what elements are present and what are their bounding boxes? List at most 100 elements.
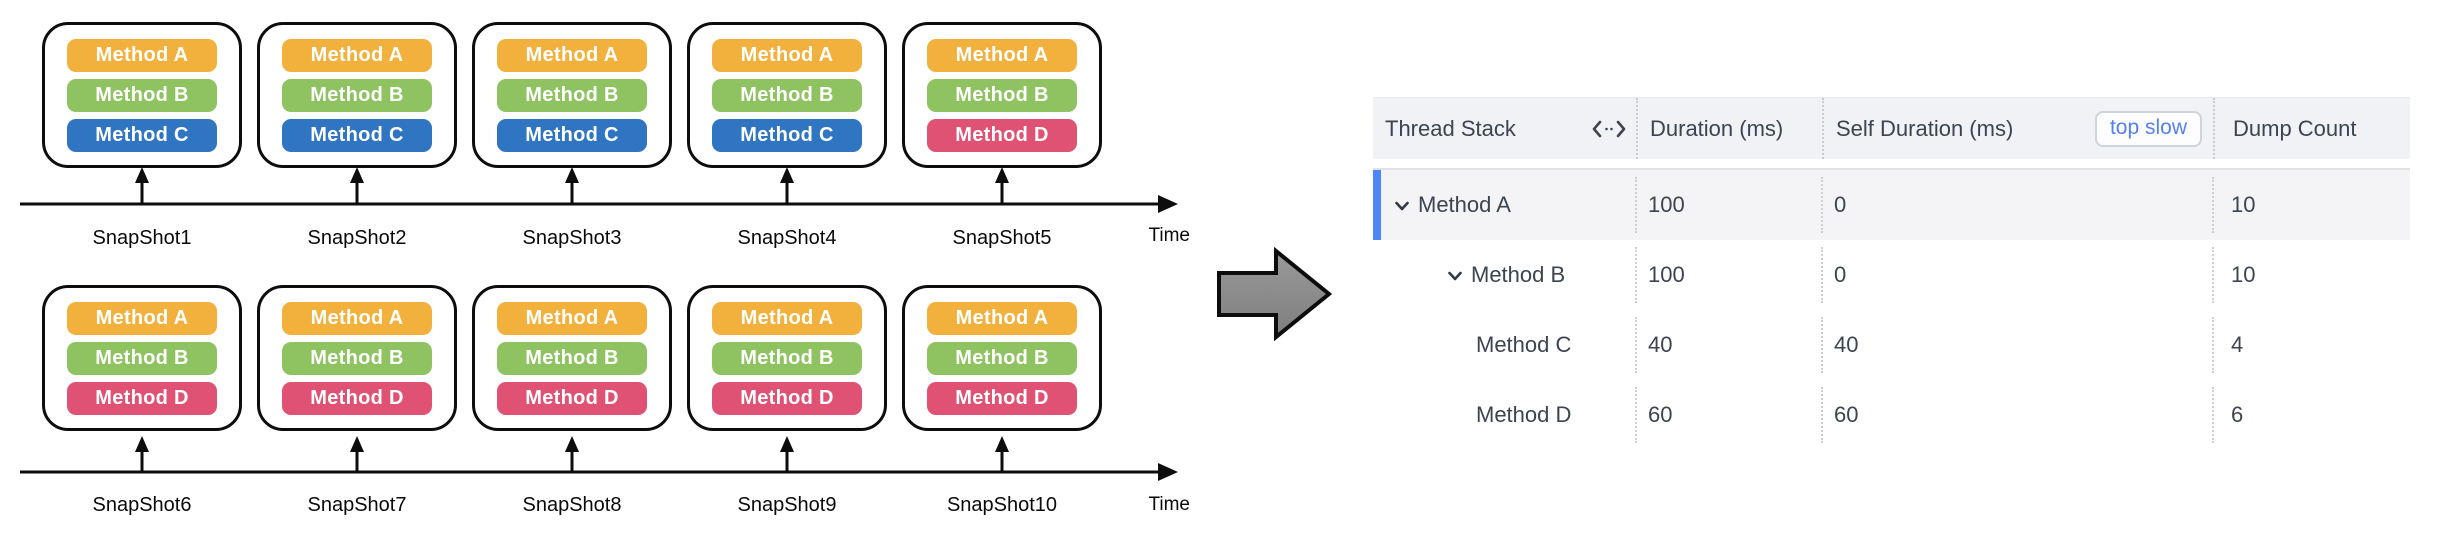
snapshot-box-10: Method A Method B Method D: [902, 285, 1102, 431]
method-pill: Method C: [282, 118, 432, 152]
method-name-label: Method D: [1476, 402, 1572, 427]
method-name-label: Method C: [1476, 332, 1572, 357]
method-pill: Method C: [497, 118, 647, 152]
time-axis-label: Time: [1148, 225, 1190, 246]
self-duration-value: 40: [1834, 332, 1859, 357]
snapshot-label: SnapShot7: [307, 494, 407, 516]
thread-stack-cell: Method D: [1373, 380, 1636, 450]
method-name-label: Method A: [1418, 192, 1511, 217]
method-pill: Method A: [712, 301, 862, 335]
self-duration-value: 0: [1834, 262, 1847, 287]
dump-count-cell: 10: [2212, 170, 2410, 240]
snapshot-box-8: Method A Method B Method D: [472, 285, 672, 431]
self-duration-cell: 60: [1821, 380, 2213, 450]
snapshot-label: SnapShot10: [946, 494, 1058, 516]
duration-value: 100: [1648, 262, 1685, 287]
snapshot-box-1: Method A Method B Method C: [42, 22, 242, 168]
thread-stack-cell: Method A: [1373, 170, 1636, 240]
dump-count-value: 10: [2231, 192, 2256, 217]
snapshot-box-9: Method A Method B Method D: [687, 285, 887, 431]
method-pill: Method B: [712, 341, 862, 375]
dump-count-cell: 10: [2212, 240, 2410, 310]
top-slow-button[interactable]: top slow: [2094, 110, 2202, 147]
snapshot-box-3: Method A Method B Method C: [472, 22, 672, 168]
method-pill: Method A: [497, 301, 647, 335]
snapshot-label: SnapShot1: [92, 227, 192, 249]
method-pill: Method A: [282, 38, 432, 72]
snapshot-label: SnapShot6: [92, 494, 192, 516]
method-pill: Method B: [497, 341, 647, 375]
method-pill: Method C: [67, 118, 217, 152]
snapshot-label: SnapShot8: [522, 494, 622, 516]
dump-count-value: 6: [2231, 402, 2244, 427]
snapshot-box-4: Method A Method B Method C: [687, 22, 887, 168]
thread-stack-cell: Method B: [1373, 240, 1636, 310]
dump-count-cell: 6: [2212, 380, 2410, 450]
method-pill: Method D: [282, 381, 432, 415]
method-pill: Method A: [67, 38, 217, 72]
method-pill: Method A: [927, 38, 1077, 72]
method-pill: Method A: [67, 301, 217, 335]
snapshot-label: SnapShot2: [307, 227, 407, 249]
duration-value: 40: [1648, 332, 1673, 357]
thread-stack-table: Thread Stack Duration (ms) Self Duration…: [1373, 97, 2410, 450]
method-pill: Method B: [282, 341, 432, 375]
self-duration-cell: 40: [1821, 310, 2213, 380]
column-header-self-duration: Self Duration (ms) top slow: [1822, 98, 2213, 159]
table-row-method-b[interactable]: Method B 100 0 10: [1373, 240, 2410, 310]
column-header-dump-count: Dump Count: [2213, 98, 2410, 159]
snapshot-label: SnapShot9: [737, 494, 837, 516]
thread-stack-cell: Method C: [1373, 310, 1636, 380]
method-pill: Method D: [927, 381, 1077, 415]
column-header-thread-stack: Thread Stack: [1373, 98, 1636, 159]
snapshot-box-6: Method A Method B Method D: [42, 285, 242, 431]
duration-header-label: Duration (ms): [1650, 115, 1784, 141]
method-pill: Method A: [712, 38, 862, 72]
snapshot-label: SnapShot5: [952, 227, 1052, 249]
method-pill: Method B: [67, 341, 217, 375]
self-duration-value: 0: [1834, 192, 1847, 217]
table-row-method-c[interactable]: Method C 40 40 4: [1373, 310, 2410, 380]
thread-stack-header-label: Thread Stack: [1385, 115, 1516, 141]
dump-count-value: 4: [2231, 332, 2244, 357]
dump-count-cell: 4: [2212, 310, 2410, 380]
snapshot-box-5: Method A Method B Method D: [902, 22, 1102, 168]
snapshot-box-7: Method A Method B Method D: [257, 285, 457, 431]
column-resize-icon[interactable]: [1592, 119, 1626, 139]
duration-value: 100: [1648, 192, 1685, 217]
column-header-duration: Duration (ms): [1636, 98, 1822, 159]
method-pill: Method D: [927, 118, 1077, 152]
method-pill: Method B: [67, 78, 217, 112]
method-pill: Method B: [497, 78, 647, 112]
chevron-down-icon[interactable]: [1444, 264, 1466, 286]
method-pill: Method A: [282, 301, 432, 335]
table-row-method-a[interactable]: Method A 100 0 10: [1373, 170, 2410, 240]
method-pill: Method A: [927, 301, 1077, 335]
duration-value: 60: [1648, 402, 1673, 427]
duration-cell: 40: [1635, 310, 1822, 380]
table-body: Method A 100 0 10 Method B 100 0 10: [1373, 168, 2410, 450]
method-pill: Method D: [67, 381, 217, 415]
time-axis-label: Time: [1148, 494, 1190, 515]
self-duration-value: 60: [1834, 402, 1859, 427]
snapshot-box-2: Method A Method B Method C: [257, 22, 457, 168]
self-duration-cell: 0: [1821, 170, 2213, 240]
duration-cell: 100: [1635, 170, 1822, 240]
snapshot-label: SnapShot3: [522, 227, 622, 249]
method-pill: Method B: [927, 78, 1077, 112]
method-pill: Method B: [712, 78, 862, 112]
dump-count-value: 10: [2231, 262, 2256, 287]
method-pill: Method B: [282, 78, 432, 112]
selected-row-indicator: [1373, 170, 1381, 240]
dump-count-header-label: Dump Count: [2233, 115, 2357, 141]
table-row-method-d[interactable]: Method D 60 60 6: [1373, 380, 2410, 450]
self-duration-cell: 0: [1821, 240, 2213, 310]
snapshot-label: SnapShot4: [737, 227, 837, 249]
self-duration-header-label: Self Duration (ms): [1836, 115, 2014, 141]
flow-arrow-icon: [1217, 246, 1333, 342]
duration-cell: 100: [1635, 240, 1822, 310]
method-pill: Method B: [927, 341, 1077, 375]
table-header-row: Thread Stack Duration (ms) Self Duration…: [1373, 97, 2410, 159]
chevron-down-icon[interactable]: [1391, 194, 1413, 216]
